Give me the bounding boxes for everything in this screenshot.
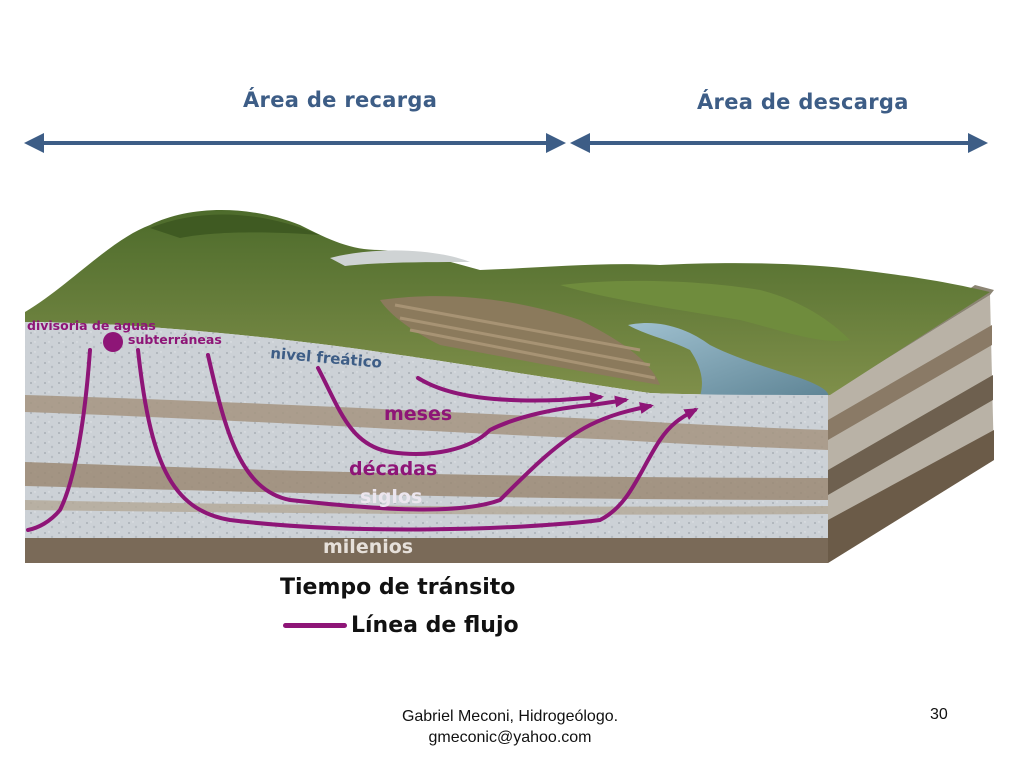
groundwater-divide-marker — [103, 332, 123, 352]
discharge-water-body — [628, 322, 829, 396]
recharge-area-label: Área de recarga — [243, 88, 438, 112]
page-number: 30 — [930, 706, 948, 723]
flow-line-far-left — [26, 348, 92, 532]
discharge-area-label: Área de descarga — [697, 90, 909, 114]
flow-line-months — [416, 376, 604, 404]
flow-line-centuries — [206, 353, 654, 512]
footer-author: Gabriel Meconi, Hidrogeólogo. — [401, 708, 619, 725]
legend-flow-line-label: Línea de flujo — [351, 613, 519, 638]
transit-millennia-label: milenios — [323, 536, 413, 558]
footer-credit: Gabriel Meconi, Hidrogeólogo. gmeconic@y… — [330, 706, 690, 748]
footer-email: gmeconic@yahoo.com — [428, 729, 592, 746]
transit-months-label: meses — [384, 403, 452, 425]
transit-decades-label: décadas — [349, 458, 437, 480]
flow-line-decades — [316, 366, 629, 456]
transit-centuries-label: siglos — [360, 486, 422, 508]
groundwater-divide-label-2: subterráneas — [128, 332, 222, 347]
recharge-arrow — [24, 133, 566, 153]
terrain-surface — [25, 210, 990, 395]
block-front-face — [25, 322, 828, 563]
legend-flow-line: Línea de flujo — [283, 613, 519, 638]
legend-flow-line-swatch — [283, 623, 347, 628]
discharge-arrow — [570, 133, 988, 153]
groundwater-divide-label-1: divisoria de aguas — [27, 318, 156, 333]
legend-title: Tiempo de tránsito — [280, 575, 516, 600]
flow-line-millennia — [136, 348, 699, 532]
